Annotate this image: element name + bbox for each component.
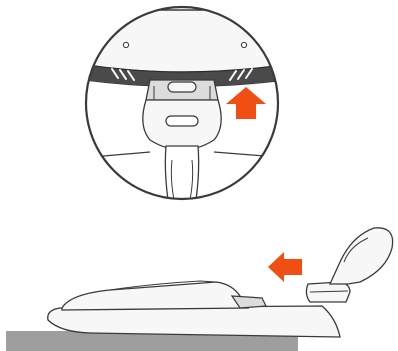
stand-neck-column: [165, 146, 198, 200]
monitor-lying-body: [62, 282, 248, 310]
arrow-left-icon: [268, 252, 302, 282]
monitor-lying-base-plate: [48, 306, 340, 337]
base-attachment-view: [6, 228, 393, 351]
monitor-back-panel: [80, 10, 290, 72]
stand-neck-detached: [330, 228, 393, 284]
screw-hole-left-icon: [123, 42, 128, 47]
screw-hole-right-icon: [241, 42, 246, 47]
zoom-detail-view: [80, 7, 290, 200]
hinge-latch: [168, 82, 196, 92]
neck-release-button: [166, 116, 198, 126]
stand-base-detached: [306, 228, 392, 302]
